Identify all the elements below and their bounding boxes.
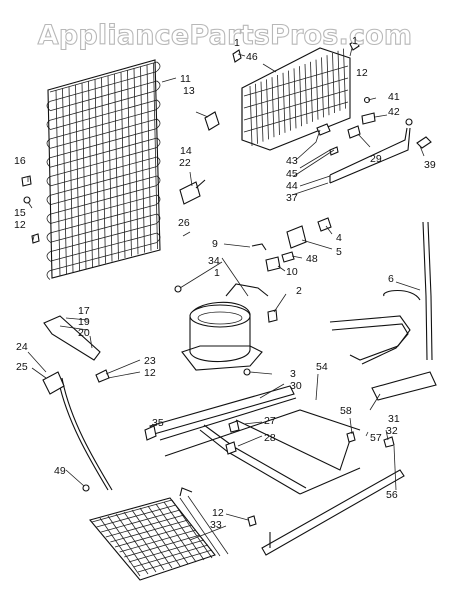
callout-46: 46	[246, 51, 258, 63]
callout-57: 57	[370, 432, 382, 444]
callout-12-left: 12	[14, 219, 26, 231]
callout-labels: 11 13 14 22 26 16 15 12 1 46 1 12 41 42 …	[14, 35, 436, 531]
callout-30: 30	[290, 380, 302, 392]
callout-9: 9	[212, 238, 218, 250]
callout-6: 6	[388, 273, 394, 285]
callout-27: 27	[264, 415, 276, 427]
callout-1-top: 1	[234, 37, 240, 49]
callout-58: 58	[340, 405, 352, 417]
callout-3: 3	[290, 368, 296, 380]
callout-25: 25	[16, 361, 28, 373]
evaporator-coil	[241, 47, 351, 151]
base-frame	[144, 385, 405, 556]
callout-31: 31	[388, 413, 400, 425]
callout-12-harness: 12	[144, 367, 156, 379]
callout-24: 24	[16, 341, 28, 353]
callout-5: 5	[336, 246, 342, 258]
callout-49: 49	[54, 465, 66, 477]
callout-13: 13	[183, 85, 195, 97]
callout-15: 15	[14, 207, 26, 219]
callout-42: 42	[388, 106, 400, 118]
callout-10: 10	[286, 266, 298, 278]
callout-45: 45	[286, 168, 298, 180]
callout-43: 43	[286, 155, 298, 167]
callout-12-top: 12	[356, 67, 368, 79]
compressor	[181, 283, 278, 376]
callout-35: 35	[152, 417, 164, 429]
leader-lines	[27, 47, 425, 541]
watermark-text: AppliancePartsPros.com	[38, 20, 412, 51]
callout-4: 4	[336, 232, 342, 244]
callout-44: 44	[286, 180, 298, 192]
callout-26: 26	[178, 217, 190, 229]
callout-20: 20	[78, 327, 90, 339]
callout-1-compressor: 1	[214, 267, 220, 279]
callout-54: 54	[316, 361, 328, 373]
callout-22: 22	[179, 157, 191, 169]
callout-14: 14	[180, 145, 192, 157]
callout-34: 34	[208, 255, 220, 267]
drain-pan-coil	[89, 487, 257, 581]
callout-33: 33	[210, 519, 222, 531]
callout-19: 19	[78, 316, 90, 328]
callout-32: 32	[386, 425, 398, 437]
callout-56: 56	[386, 489, 398, 501]
condenser-coil	[46, 59, 161, 280]
defrost-tubing	[329, 221, 437, 401]
callout-11: 11	[180, 73, 191, 85]
callout-39: 39	[424, 159, 436, 171]
tube-and-clips	[232, 39, 432, 184]
callout-23: 23	[144, 355, 156, 367]
callout-48: 48	[306, 253, 318, 265]
callout-1-evap: 1	[352, 35, 358, 47]
callout-16: 16	[14, 155, 26, 167]
callout-41: 41	[388, 91, 400, 103]
callout-28: 28	[264, 432, 276, 444]
callout-12-pan: 12	[212, 507, 224, 519]
callout-29: 29	[370, 153, 382, 165]
callout-17: 17	[78, 305, 90, 317]
mounting-hardware-left	[21, 111, 220, 244]
callout-37: 37	[286, 192, 298, 204]
wiring-harness	[42, 315, 113, 492]
callout-2: 2	[296, 285, 302, 297]
